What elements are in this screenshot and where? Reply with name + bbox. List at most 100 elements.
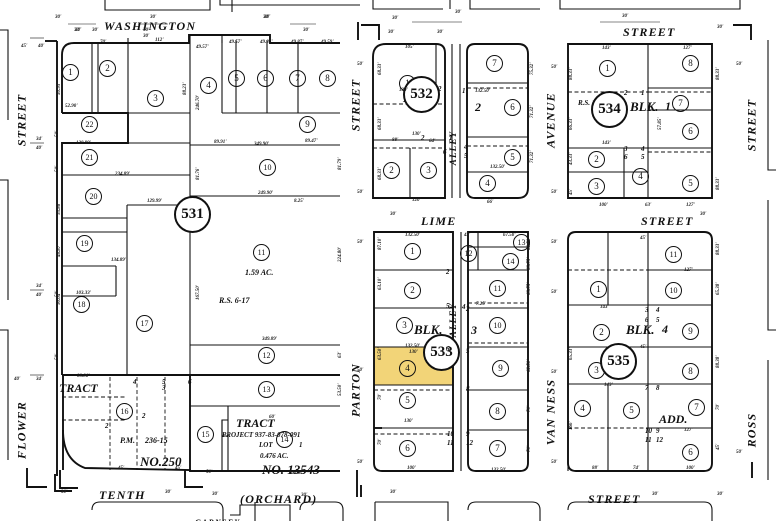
dimension-7: 52.90' <box>65 104 78 109</box>
dimension-vertical-44: 70' <box>716 403 721 410</box>
edge-number-9: 3 <box>624 145 628 153</box>
edge-number-23: 11 <box>447 439 454 447</box>
dimension-vertical-35: 43.33' <box>569 152 574 165</box>
lot-number-5-55: 5 <box>623 402 640 419</box>
tick-label-10: 33' <box>74 28 81 33</box>
lot-number-4-40: 4 <box>399 360 416 377</box>
edge-number-1: 1 <box>462 87 466 95</box>
dimension-vertical-33: 88.33' <box>569 67 574 80</box>
edge-number-10: 4 <box>641 145 645 153</box>
edge-number-12: 5 <box>641 153 645 161</box>
annotation-add-8: ADD. <box>659 412 688 426</box>
edge-number-38: 2 <box>105 422 109 430</box>
dimension-vertical-42: 65.33' <box>569 347 574 360</box>
dimension-37: 130' <box>404 419 413 424</box>
lot-number-11-47: 11 <box>489 280 506 297</box>
dimension-vertical-37: 88.33' <box>716 67 721 80</box>
dimension-vertical-4: 48.87' <box>57 244 62 257</box>
tick-label-42: 30' <box>301 493 308 498</box>
dimension-vertical-7: 50' <box>55 353 60 360</box>
dimension-11: 89.91' <box>214 140 227 145</box>
tick-label-45: 30' <box>717 492 724 497</box>
dimension-33: 66' <box>487 200 494 205</box>
dimension-vertical-15: 53.50' <box>338 383 343 396</box>
dimension-vertical-3: 93.86' <box>57 202 62 215</box>
dimension-39: 45' <box>464 233 471 238</box>
dimension-vertical-24: 63.50' <box>378 347 383 360</box>
lot-number-14-50: 14 <box>502 253 519 270</box>
edge-number-21: 12 <box>466 439 473 447</box>
edge-number-22: 10 <box>447 430 454 438</box>
edge-number-31: 9 <box>656 427 660 435</box>
dimension-18: 349.89' <box>262 337 278 342</box>
lot-number-10-60: 10 <box>665 282 682 299</box>
lot-number-12-11: 12 <box>258 347 275 364</box>
dimension-27: 130' <box>412 132 421 137</box>
dimension-54: 127' <box>684 428 693 433</box>
tick-label-9: 30' <box>75 28 82 33</box>
dimension-42: 132.50' <box>491 468 507 473</box>
tick-label-38: 30' <box>700 212 707 217</box>
annotation-blk-3: BLK. <box>626 322 655 337</box>
lot-number-7-35: 7 <box>672 95 689 112</box>
dimension-44: 127' <box>683 46 692 51</box>
lot-number-11-10: 11 <box>253 244 270 261</box>
edge-number-30: 10 <box>645 427 652 435</box>
annotation-no-250-15: NO.250 <box>140 454 182 469</box>
dimension-vertical-28: 63.75' <box>527 257 532 270</box>
edge-number-11: 6 <box>624 153 628 161</box>
dimension-53: 143' <box>604 383 613 388</box>
lot-number-3-39: 3 <box>396 317 413 334</box>
lot-number-5-41: 5 <box>399 392 416 409</box>
dimension-29: 64' <box>429 139 436 144</box>
lot-number-4-3: 4 <box>200 77 217 94</box>
lot-number-5-26: 5 <box>504 149 521 166</box>
tick-label-32: 30' <box>455 10 462 15</box>
edge-number-24: 3 <box>645 306 649 314</box>
lot-number-2-1: 2 <box>99 60 116 77</box>
annotation-2-5: 2 <box>475 100 481 114</box>
dimension-32: 132.50' <box>490 165 506 170</box>
dimension-vertical-45: 45' <box>716 443 721 450</box>
block-number-534: 534 <box>591 91 628 128</box>
annotation-1-4: 1 <box>665 99 671 113</box>
block-number-531: 531 <box>174 196 211 233</box>
edge-number-35: 4 <box>133 378 137 386</box>
lot-number-1-37: 1 <box>404 243 421 260</box>
lot-number-1-29: 1 <box>599 60 616 77</box>
lot-number-10-46: 10 <box>489 317 506 334</box>
tick-label-15: 30' <box>264 15 271 20</box>
dimension-43: 143' <box>602 46 611 51</box>
dimension-vertical-41: 65.38' <box>716 282 721 295</box>
dimension-38: 100' <box>407 466 416 471</box>
edge-number-13: 2 <box>446 268 450 276</box>
lot-number-7-28: 7 <box>486 55 503 72</box>
edge-number-37: 6 <box>188 378 192 386</box>
dimension-6: 49.59' <box>321 40 334 45</box>
edge-number-4: 6 <box>443 148 447 156</box>
block-number-532: 532 <box>403 76 440 113</box>
dimension-12: 349.90' <box>254 142 270 147</box>
dimension-vertical-9: 246.70' <box>196 94 201 110</box>
tick-label-17: 50' <box>357 62 364 67</box>
tick-label-39: 30' <box>61 490 68 495</box>
dimension-55: 88' <box>592 466 599 471</box>
lot-number-2-52: 2 <box>593 324 610 341</box>
dimension-vertical-2: 50' <box>55 165 60 172</box>
dimension-vertical-8: 88.23' <box>183 82 188 95</box>
dimension-46: 100' <box>599 203 608 208</box>
lot-number-6-42: 6 <box>399 440 416 457</box>
dimension-45: 143' <box>602 141 611 146</box>
tick-label-44: 30' <box>652 492 659 497</box>
tick-label-35: 30' <box>622 14 629 19</box>
lot-number-5-4: 5 <box>228 70 245 87</box>
dimension-vertical-20: 71.32' <box>530 105 535 118</box>
lot-number-9-8: 9 <box>299 116 316 133</box>
dimension-vertical-13: 224.80' <box>338 246 343 262</box>
dimension-vertical-16: 68.33' <box>378 62 383 75</box>
dimension-35: 132.50' <box>405 344 421 349</box>
annotation-project-937-83-078-091-17: PROJECT 937-83-078-091 <box>222 431 301 439</box>
lot-number-2-38: 2 <box>404 282 421 299</box>
block-number-535: 535 <box>600 343 637 380</box>
lot-number-6-27: 6 <box>504 99 521 116</box>
